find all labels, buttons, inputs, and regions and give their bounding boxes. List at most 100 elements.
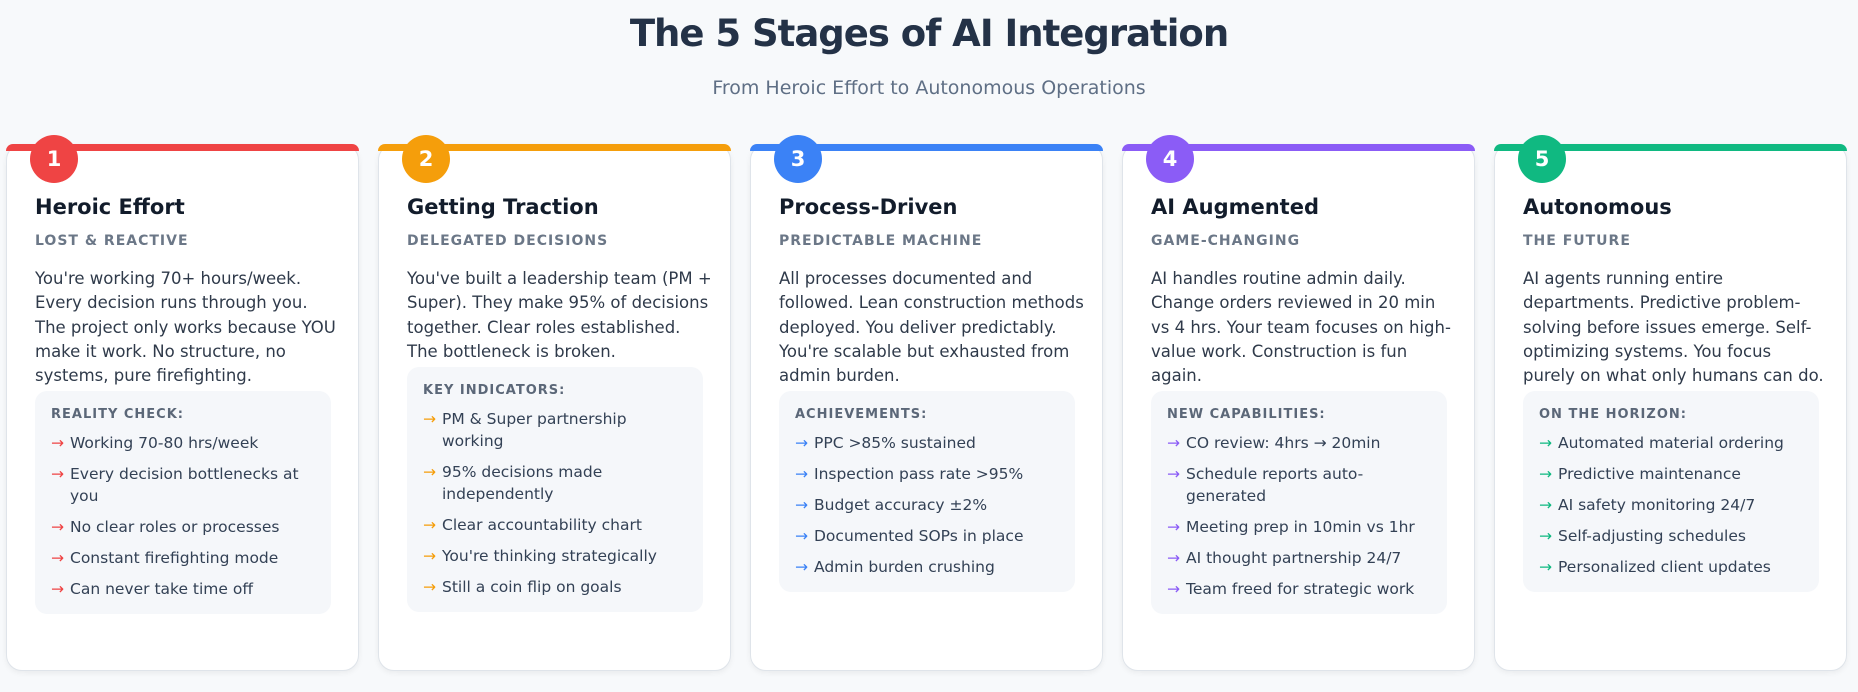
list-item: →Can never take time off (51, 578, 317, 600)
arrow-right-icon: → (423, 463, 436, 481)
card-accent-bar (1122, 144, 1475, 151)
list-item-text: No clear roles or processes (70, 518, 280, 536)
list-item: →Constant firefighting mode (51, 547, 317, 569)
stage-description: AI handles routine admin daily. Change o… (1151, 269, 1451, 386)
arrow-right-icon: → (1167, 434, 1180, 452)
list-item: → Budget accuracy ±2% (795, 494, 1061, 516)
arrow-right-icon: → (1167, 465, 1180, 483)
checklist-title: ON THE HORIZON: (1539, 407, 1687, 422)
stage-checklist-box: REALITY CHECK: → Working 70-80 hrs/week →Ev… (35, 391, 331, 614)
checklist: → Working 70-80 hrs/week →Every decision b… (51, 432, 317, 600)
list-item-text: Team freed for strategic work (1186, 580, 1415, 598)
card-accent-bar (1494, 144, 1847, 151)
stage-checklist-box: KEY INDICATORS: → PM & Super partnership w… (407, 367, 703, 612)
list-item: → Admin burden crushing (795, 556, 1061, 578)
list-item: → Personalized client updates (1539, 556, 1805, 578)
arrow-right-icon: → (423, 578, 436, 596)
list-item-text: 95% decisions made independently (442, 463, 603, 503)
checklist: →Automated material ordering→Predictive … (1539, 432, 1805, 578)
list-item: → No clear roles or processes (51, 516, 317, 538)
arrow-right-icon: → (795, 434, 808, 452)
list-item: →You're thinking strategically (423, 545, 689, 567)
list-item: → Meeting prep in 10min vs 1hr (1167, 516, 1433, 538)
stage-subtitle: THE FUTURE (1523, 233, 1631, 249)
arrow-right-icon: → (1167, 580, 1180, 598)
list-item: → Working 70-80 hrs/week (51, 432, 317, 454)
list-item-text: Budget accuracy ±2% (814, 496, 988, 514)
list-item-text: Constant firefighting mode (70, 549, 279, 567)
list-item: → CO review: 4hrs → 20min (1167, 432, 1433, 454)
stage-number-badge: 2 (402, 135, 450, 183)
stage-number-badge: 5 (1518, 135, 1566, 183)
list-item: → Still a coin flip on goals (423, 576, 689, 598)
list-item: → Documented SOPs in place (795, 525, 1061, 547)
list-item: → 95% decisions made independently (423, 461, 689, 505)
stage-title: AI Augmented (1151, 195, 1319, 219)
stage-title: Heroic Effort (35, 195, 185, 219)
stage-number-badge: 3 (774, 135, 822, 183)
checklist-title: KEY INDICATORS: (423, 383, 566, 398)
arrow-right-icon: → (1167, 518, 1180, 536)
arrow-right-icon: → (423, 516, 436, 534)
stage-subtitle: PREDICTABLE MACHINE (779, 233, 983, 249)
page-subtitle: From Heroic Effort to Autonomous Operati… (712, 77, 1146, 99)
checklist-title: REALITY CHECK: (51, 407, 184, 422)
list-item: →Every decision bottlenecks at you (51, 463, 317, 507)
list-item-text: Meeting prep in 10min vs 1hr (1186, 518, 1415, 536)
list-item-text: PPC >85% sustained (814, 434, 976, 452)
list-item-text: CO review: 4hrs → 20min (1186, 434, 1381, 452)
arrow-right-icon: → (1539, 496, 1552, 514)
list-item-text: Personalized client updates (1558, 558, 1771, 576)
list-item-text: Working 70-80 hrs/week (70, 434, 259, 452)
card-accent-bar (750, 144, 1103, 151)
list-item: →Schedule reports auto-generated (1167, 463, 1433, 507)
arrow-right-icon: → (1539, 558, 1552, 576)
arrow-right-icon: → (795, 465, 808, 483)
stage-subtitle: LOST & REACTIVE (35, 233, 189, 249)
arrow-right-icon: → (795, 527, 808, 545)
list-item-text: PM & Super partnership working (442, 410, 627, 450)
list-item: → Self-adjusting schedules (1539, 525, 1805, 547)
arrow-right-icon: → (1539, 434, 1552, 452)
list-item-text: Predictive maintenance (1558, 465, 1741, 483)
list-item-text: Inspection pass rate >95% (814, 465, 1024, 483)
list-item-text: Self-adjusting schedules (1558, 527, 1746, 545)
list-item: → Predictive maintenance (1539, 463, 1805, 485)
list-item-text: AI thought partnership 24/7 (1186, 549, 1402, 567)
list-item-text: Clear accountability chart (442, 516, 642, 534)
list-item: →AI thought partnership 24/7 (1167, 547, 1433, 569)
list-item: → PPC >85% sustained (795, 432, 1061, 454)
checklist-title: NEW CAPABILITIES: (1167, 407, 1326, 422)
list-item: → Clear accountability chart (423, 514, 689, 536)
list-item: →Automated material ordering (1539, 432, 1805, 454)
arrow-right-icon: → (1539, 527, 1552, 545)
stage-number-badge: 1 (30, 135, 78, 183)
stage-description: All processes documented and followed. L… (779, 269, 1084, 386)
stage-description: AI agents running entire departments. Pr… (1523, 269, 1824, 386)
checklist: → PM & Super partnership working → 95% deci… (423, 408, 689, 598)
stage-checklist-box: NEW CAPABILITIES: → CO review: 4hrs → 20mi… (1151, 391, 1447, 614)
list-item: → PM & Super partnership working (423, 408, 689, 452)
arrow-right-icon: → (51, 580, 64, 598)
arrow-right-icon: → (51, 465, 64, 483)
list-item-text: Documented SOPs in place (814, 527, 1024, 545)
stage-title: Autonomous (1523, 195, 1672, 219)
arrow-right-icon: → (51, 518, 64, 536)
arrow-right-icon: → (51, 434, 64, 452)
arrow-right-icon: → (795, 496, 808, 514)
arrow-right-icon: → (423, 410, 436, 428)
list-item: →AI safety monitoring 24/7 (1539, 494, 1805, 516)
checklist-title: ACHIEVEMENTS: (795, 407, 928, 422)
card-accent-bar (6, 144, 359, 151)
arrow-right-icon: → (795, 558, 808, 576)
list-item-text: Still a coin flip on goals (442, 578, 622, 596)
list-item-text: Admin burden crushing (814, 558, 995, 576)
stage-description: You've built a leadership team (PM + Sup… (407, 269, 712, 361)
arrow-right-icon: → (1539, 465, 1552, 483)
page-title: The 5 Stages of AI Integration (629, 12, 1229, 55)
